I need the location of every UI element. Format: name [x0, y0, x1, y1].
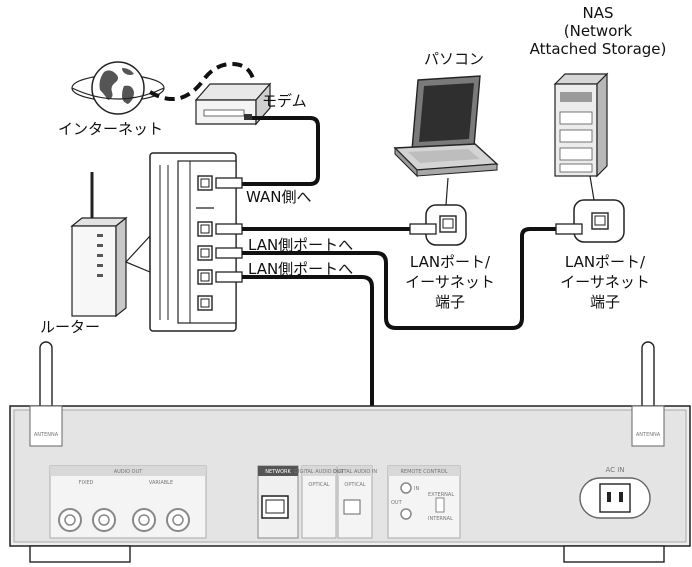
nas-device [553, 72, 609, 178]
nas-label: NAS (Network Attached Storage) [505, 4, 691, 58]
nas-port-label: LANポート/ イーサネット 端子 [545, 252, 665, 312]
pc-port-label-line3: 端子 [434, 293, 465, 311]
lan-port-label-2: LAN側ポートへ [248, 260, 354, 278]
antenna-right-label: ANTENNA [636, 432, 661, 438]
nas-subtitle-1: (Network [563, 22, 633, 40]
pc-port-label-line1: LANポート/ [409, 253, 491, 271]
nas-port-label-line1: LANポート/ [564, 253, 646, 271]
remote-in-label: IN [414, 486, 419, 492]
optical-out-label: OPTICAL [308, 482, 329, 488]
nas-port-label-line2: イーサネット [560, 273, 650, 291]
nas-lan-port-callout [555, 175, 625, 243]
nas-port-label-line3: 端子 [589, 293, 620, 311]
ac-in-label: AC IN [605, 466, 624, 474]
internal-label: INTERNAL [428, 516, 453, 522]
pc-label: パソコン [424, 50, 485, 68]
antenna-left-label: ANTENNA [34, 432, 59, 438]
nas-title: NAS [582, 4, 614, 22]
pc-port-label-line2: イーサネット [405, 273, 495, 291]
router-label: ルーター [40, 318, 101, 336]
variable-label: VARIABLE [149, 480, 173, 486]
lan-port-label-1: LAN側ポートへ [248, 236, 354, 254]
remote-control-label: REMOTE CONTROL [400, 469, 447, 475]
optical-in-label: OPTICAL [344, 482, 365, 488]
globe-icon [71, 61, 165, 115]
pc-port-label: LANポート/ イーサネット 端子 [390, 252, 510, 312]
external-label: EXTERNAL [428, 492, 454, 498]
audio-out-label: AUDIO OUT [114, 469, 144, 475]
pc-lan-port-callout [409, 177, 467, 246]
wan-side-label: WAN側へ [246, 188, 312, 206]
lan-cable-nas [242, 227, 556, 330]
nas-subtitle-2: Attached Storage) [529, 40, 667, 58]
router-device [70, 172, 128, 318]
digital-audio-in-label: DIGITAL AUDIO IN [333, 469, 378, 475]
digital-audio-out-label: DIGITAL AUDIO OUT [294, 469, 345, 475]
modem-device [194, 82, 272, 126]
network-label: NETWORK [265, 469, 291, 475]
internet-label: インターネット [58, 120, 164, 138]
router-zoom-callout [124, 234, 151, 273]
remote-out-label: OUT [391, 500, 403, 506]
receiver-rear-panel [9, 341, 691, 563]
laptop-pc-device [393, 75, 499, 178]
modem-label: モデム [262, 92, 307, 110]
receiver-panel-labels: AUDIO OUT FIXED VARIABLE NETWORK DIGITAL… [34, 432, 661, 522]
fixed-label: FIXED [79, 480, 94, 486]
wan-cable [240, 116, 320, 186]
